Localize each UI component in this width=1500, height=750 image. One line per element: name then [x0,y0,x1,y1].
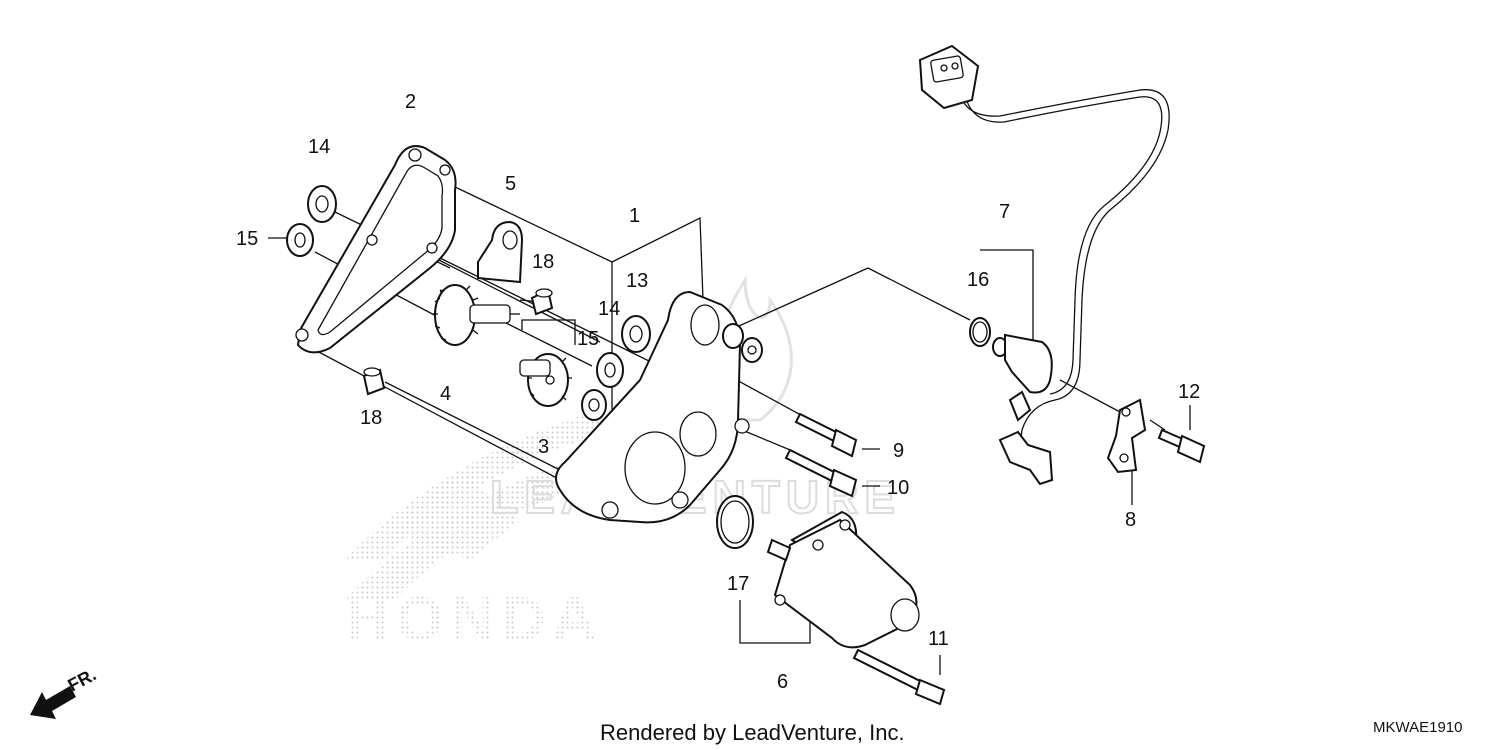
callout-16: 16 [967,269,989,291]
callout-18-upper: 18 [532,251,554,273]
angle-sensor [992,333,1053,422]
bolt-12 [1157,428,1206,464]
bolt-11 [852,648,946,706]
shift-motor [766,510,920,649]
dowel-pin-18-lower [362,367,386,396]
callout-1: 1 [629,205,640,227]
bearing-15-left [286,223,314,257]
callout-8: 8 [1125,509,1136,531]
bearing-13 [621,315,651,353]
harness-clip [998,430,1054,486]
o-ring-17-inner [720,500,750,544]
dowel-pin-18-upper [530,288,554,316]
front-arrow-icon [30,686,76,719]
callout-14-right: 14 [598,298,620,320]
callout-15-left: 15 [236,228,258,250]
shift-arm [477,220,524,284]
render-credit: Rendered by LeadVenture, Inc. [600,720,905,745]
callout-11: 11 [928,628,949,650]
callout-17: 17 [727,573,749,595]
front-direction-indicator: FR. [30,664,99,719]
callout-5: 5 [505,173,516,195]
diagram-code: MKWAE1910 [1373,719,1462,736]
callout-2: 2 [405,91,416,113]
bearing-14-right [596,352,624,388]
o-ring-16-inner [972,321,988,343]
gasket-hole [295,328,309,342]
gasket-hole [439,164,451,176]
callout-labels: 1 2 3 4 5 6 7 8 9 10 11 12 13 14 14 15 1… [236,91,1200,693]
gasket-hole [366,234,378,246]
bearing-14-left [307,185,337,223]
gear-4 [433,284,520,346]
gasket-hole [426,242,438,254]
honda-brand-watermark: HONDA [345,585,602,654]
callout-12: 12 [1178,381,1200,403]
shift-cover [555,290,763,524]
connector-plug [918,44,980,110]
bolt-10 [784,448,858,498]
callout-3: 3 [538,436,549,458]
callout-6: 6 [777,671,788,693]
angle-sensor-harness [918,44,1170,486]
callout-15-right: 15 [577,328,599,350]
bearing-15-right [581,389,607,421]
callout-9: 9 [893,440,904,462]
callout-4: 4 [440,383,451,405]
gear-3 [519,353,572,407]
gasket-inner [317,164,444,336]
callout-14-left: 14 [308,136,330,158]
cover-boss [722,323,763,363]
callout-10: 10 [887,477,909,499]
bolt-9 [794,412,858,458]
stay-bracket [1106,398,1147,474]
callout-7: 7 [999,201,1010,223]
shift-arm-bore [502,230,518,250]
gasket-hole [408,148,422,162]
callout-18-lower: 18 [360,407,382,429]
callout-13: 13 [626,270,648,292]
